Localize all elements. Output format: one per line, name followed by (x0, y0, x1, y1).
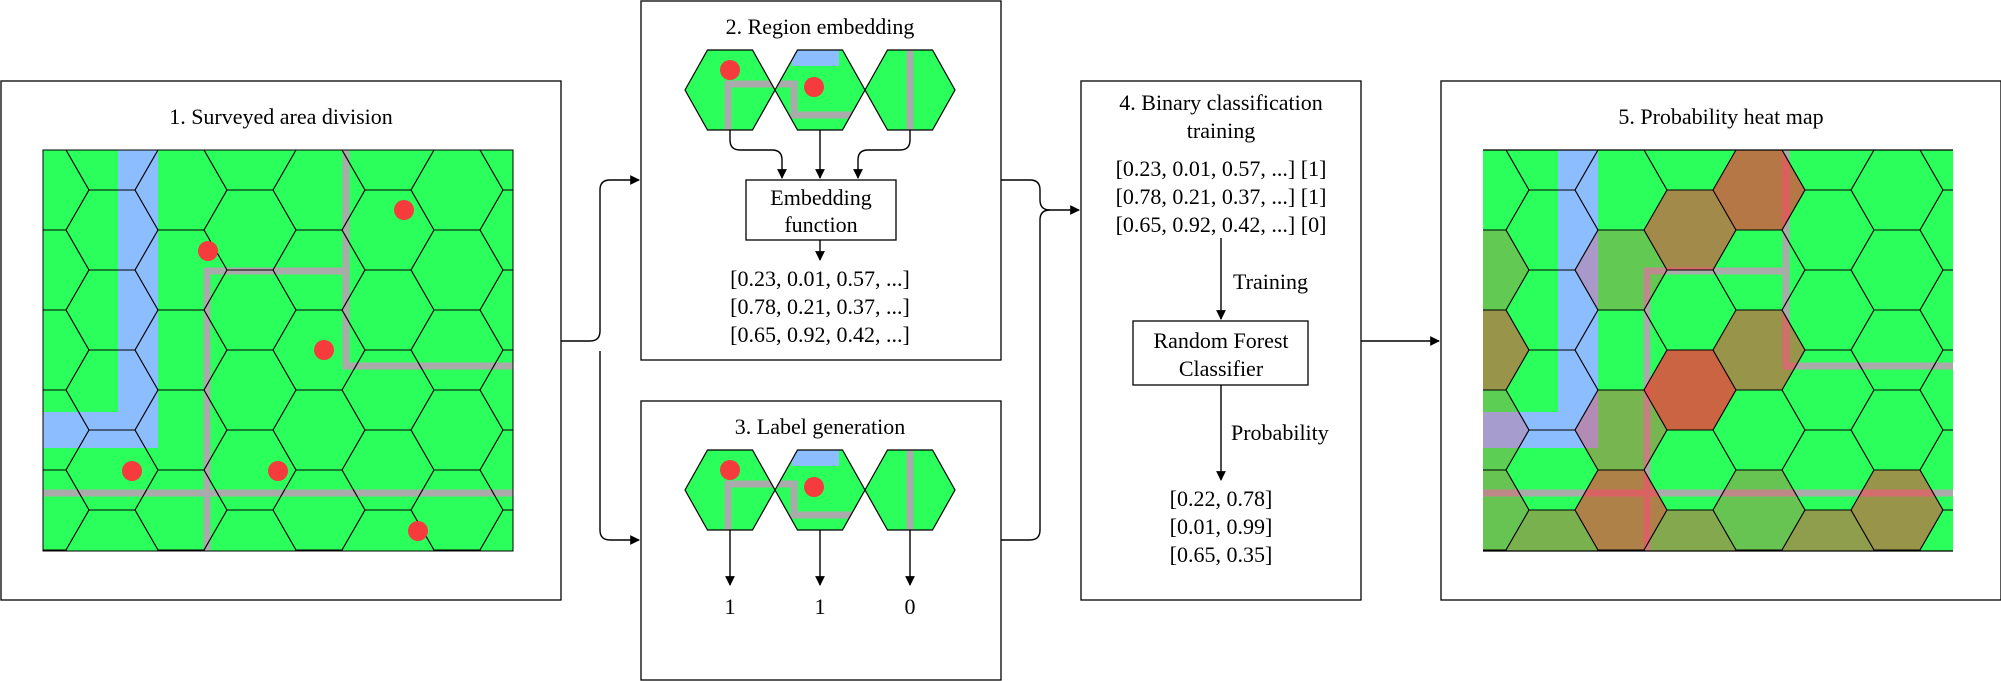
hex-cell (480, 590, 572, 670)
hex-cell (1506, 590, 1598, 670)
probability-output: [0.65, 0.35] (1170, 542, 1273, 567)
training-label: Training (1233, 269, 1308, 294)
survey-point (394, 200, 414, 220)
region-hexagon (774, 49, 866, 131)
panel-training-title-1: 4. Binary classification (1119, 90, 1322, 115)
hex-cell (1782, 590, 1874, 670)
training-row: [0.78, 0.21, 0.37, ...] [1] (1116, 184, 1327, 209)
panel-labels: 3. Label generation 1 1 0 (640, 400, 1002, 681)
label-arrows (725, 530, 915, 586)
embedding-function-label-2: function (784, 212, 857, 237)
embedding-vector: [0.23, 0.01, 0.57, ...] (730, 266, 910, 291)
hex-cell (1920, 590, 2001, 670)
classifier-box (1132, 320, 1309, 386)
hex-cell (1644, 590, 1736, 670)
embedding-function-label-1: Embedding (770, 185, 871, 210)
classifier-label-1: Random Forest (1153, 328, 1288, 353)
embedding-hex-row (684, 49, 956, 131)
survey-points (122, 200, 428, 541)
river (43, 150, 158, 448)
probability-output: [0.22, 0.78] (1170, 486, 1273, 511)
panel-embedding: 2. Region embedding Embedding function [… (640, 0, 1002, 361)
hex-cell (156, 549, 206, 551)
hex-cell (1919, 509, 1953, 551)
survey-point (720, 460, 740, 480)
hex-grid (43, 150, 572, 670)
panel-training-title-2: training (1187, 118, 1255, 143)
hex-cell (66, 590, 158, 670)
probability-output: [0.01, 0.99] (1170, 514, 1273, 539)
survey-point (314, 340, 334, 360)
hex-cell (342, 590, 434, 670)
panel-heatmap: 5. Probability heat map (1440, 80, 2001, 670)
survey-point (122, 461, 142, 481)
connectors (561, 175, 1440, 545)
embedding-arrows (729, 130, 911, 261)
embedding-vector: [0.78, 0.21, 0.37, ...] (730, 294, 910, 319)
label-value: 1 (725, 594, 736, 619)
classifier-label-2: Classifier (1179, 356, 1264, 381)
panel-heatmap-title: 5. Probability heat map (1618, 104, 1823, 129)
panel-survey: 1. Surveyed area division (0, 80, 572, 670)
heat-map (1483, 150, 2001, 670)
label-value: 1 (815, 594, 826, 619)
roads (43, 150, 513, 551)
panel-embedding-title: 2. Region embedding (726, 14, 915, 39)
label-hex-row (684, 449, 956, 531)
panel-labels-frame (640, 400, 1002, 681)
survey-point (720, 60, 740, 80)
region-hexagon (774, 449, 866, 531)
region-hexagon (864, 49, 956, 131)
hex-cell (432, 549, 482, 551)
panel-labels-title: 3. Label generation (735, 414, 905, 439)
hex-cell (294, 549, 344, 551)
survey-point (268, 461, 288, 481)
survey-point (408, 521, 428, 541)
training-row: [0.23, 0.01, 0.57, ...] [1] (1116, 156, 1327, 181)
panel-survey-title: 1. Surveyed area division (169, 104, 393, 129)
survey-point (804, 77, 824, 97)
survey-point (198, 241, 218, 261)
panel-training: 4. Binary classification training [0.23,… (1080, 80, 1362, 601)
region-hexagon (864, 449, 956, 531)
embedding-vector: [0.65, 0.92, 0.42, ...] (730, 322, 910, 347)
survey-map (43, 150, 572, 670)
survey-map-border (42, 149, 514, 552)
survey-point (804, 477, 824, 497)
region-hexagon (684, 449, 776, 531)
probability-label: Probability (1231, 420, 1329, 445)
hex-cell (204, 590, 296, 670)
training-row: [0.65, 0.92, 0.42, ...] [0] (1116, 212, 1327, 237)
embedding-function-box (745, 179, 897, 241)
label-value: 0 (905, 594, 916, 619)
heat-hex-grid (1483, 150, 2001, 670)
hex-cell (479, 509, 513, 551)
